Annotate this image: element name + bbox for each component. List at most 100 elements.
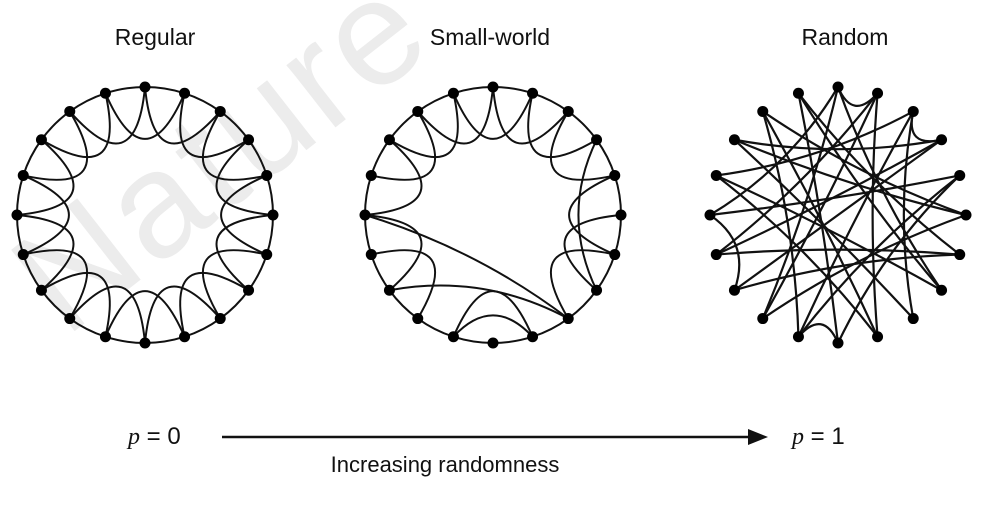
random-edge [709,214,741,291]
node [487,337,499,349]
node [710,169,722,181]
title-small-world: Small-world [429,24,551,50]
ring-edge [69,317,106,338]
node [609,249,621,261]
random-edge [871,93,879,337]
random-edge [836,86,879,107]
ring-edge [144,335,185,344]
second-neighbor-edge [550,110,615,181]
title-regular: Regular [114,24,196,50]
second-neighbor-edge [104,92,186,140]
second-neighbor-edge [215,214,274,291]
second-neighbor-edge [202,249,267,320]
random-edge [797,93,840,344]
node [487,81,499,93]
second-neighbor-edge [388,93,459,158]
ring-edge [492,86,533,95]
ring-edge [16,214,25,255]
second-neighbor-edge [144,86,221,145]
ring-edge [453,86,494,95]
node [179,87,191,99]
node [615,209,627,221]
random-edge [715,174,879,338]
second-neighbor-edge [69,86,146,145]
ring-edge [567,289,598,320]
node [214,105,226,117]
ring-edge [613,175,622,216]
p-start-label: p = 0 [128,423,181,450]
node [954,169,966,181]
random-edge [797,92,961,256]
second-neighbor-edge [23,249,88,320]
rewired-edge [577,139,598,291]
small-world-network [359,81,627,349]
node [591,284,603,296]
second-neighbor-edge [364,139,423,216]
second-neighbor-edge [144,285,221,344]
node [562,313,574,325]
node [243,134,255,146]
ring-edge [22,139,43,176]
random-edge [837,174,961,344]
ring-edge [69,92,106,113]
ring-edge [595,139,616,176]
random-edge [910,111,942,143]
random-edge [797,323,840,344]
node [214,313,226,325]
random-edge [797,110,915,338]
node [757,313,769,325]
node [99,87,111,99]
node [591,134,603,146]
regular-network [11,81,279,349]
second-neighbor-edge [179,93,250,158]
ring-edge [567,110,598,141]
random-edge [734,138,942,151]
random-edge [734,253,960,292]
ring-edge [144,86,185,95]
second-neighbor-edge [568,174,616,256]
node [412,313,424,325]
ring-edge [265,214,274,255]
random-edge [762,110,967,217]
ring-edge [219,110,250,141]
ring-edge [388,110,419,141]
node [960,209,972,221]
node [11,209,23,221]
second-neighbor-edge [550,249,615,320]
node [954,249,966,261]
node [267,209,279,221]
node [832,337,844,349]
node [99,331,111,343]
second-neighbor-edge [179,272,250,337]
ring-edge [40,110,71,141]
second-neighbor-edge [452,92,534,140]
second-neighbor-edge [215,139,274,216]
arrow-head-icon [748,429,768,445]
ring-edge [265,175,274,216]
node [359,209,371,221]
second-neighbor-edge [22,174,70,256]
node [365,169,377,181]
ring-edge [595,254,616,291]
ring-edge [364,175,373,216]
second-neighbor-edge [104,290,186,338]
node [139,81,151,93]
node [704,209,716,221]
second-neighbor-edge [364,214,423,291]
ring-edge [40,289,71,320]
node [936,284,948,296]
ring-edge [105,86,146,95]
node [527,87,539,99]
second-neighbor-edge [23,110,88,181]
node [832,81,844,93]
node [907,313,919,325]
ring-edge [532,92,569,113]
title-random: Random [801,24,889,50]
randomness-caption: Increasing randomness [330,452,560,477]
ring-edge [16,175,25,216]
node [728,284,740,296]
random-edge [761,111,800,337]
node [792,87,804,99]
second-neighbor-edge [417,86,494,145]
second-neighbor-edge [69,285,146,344]
